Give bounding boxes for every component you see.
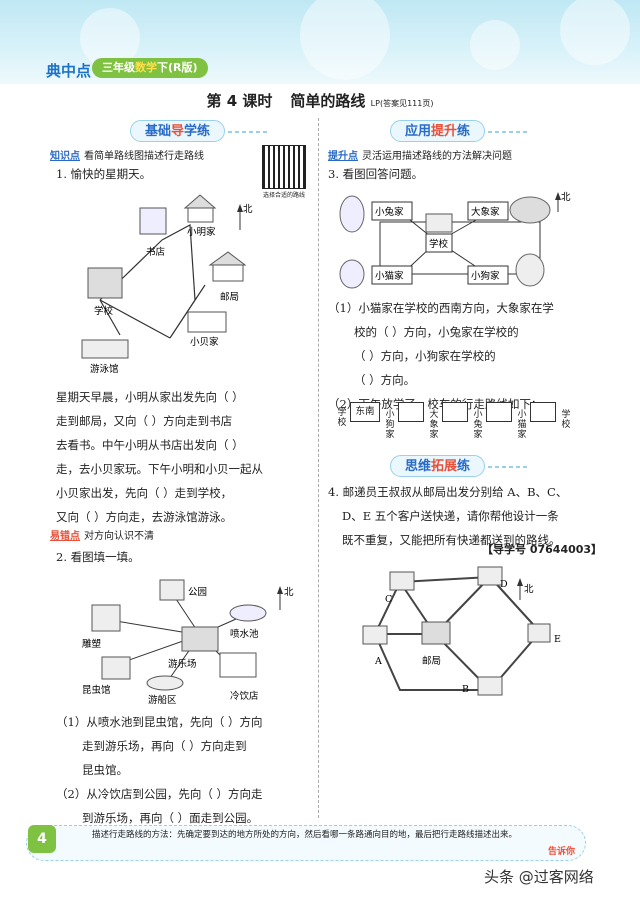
brand-logo: 典中点	[46, 62, 92, 80]
point-d-label: D	[500, 579, 508, 590]
route-stop-rabbit: 小兔家	[473, 410, 483, 440]
watermark: 头条 @过客网络	[484, 868, 594, 886]
q3-title: 3. 看图回答问题。	[328, 167, 424, 181]
elephant-icon	[509, 196, 551, 224]
dog-home-label: 小狗家	[471, 270, 500, 282]
section-extend: 思维拓展练	[390, 455, 529, 477]
insect-hall-label: 昆虫馆	[82, 684, 111, 696]
route-answer-box-1: 东南	[350, 402, 380, 422]
route-answer-box-5[interactable]	[530, 402, 556, 422]
north-arrow-head-icon	[555, 192, 561, 200]
rabbit-icon	[339, 195, 365, 233]
fountain-label: 喷水池	[230, 628, 259, 640]
xiaoming-home-icon	[183, 194, 217, 209]
customer-a-house-icon	[362, 625, 388, 645]
school-icon	[425, 213, 453, 233]
school-label: 学校	[94, 305, 114, 317]
route-start: 学校	[337, 408, 347, 428]
mistake-point: 易错点对方向认识不清	[50, 531, 154, 542]
route-end: 学校	[561, 410, 571, 430]
q2-title: 2. 看图填一填。	[56, 550, 140, 564]
swimming-pool-label: 游泳馆	[90, 363, 119, 375]
park-icon	[159, 579, 185, 601]
q4-text: 4. 邮递员王叔叔从邮局出发分别给 A、B、C、 D、E 五个客户送快递，请你帮…	[328, 485, 568, 547]
playground-icon	[181, 626, 219, 652]
boating-label: 游船区	[148, 694, 177, 706]
customer-b-house-icon	[477, 676, 503, 696]
point-e-label: E	[554, 634, 561, 645]
grade-badge: 三年级数学下(R版)	[92, 58, 208, 78]
north-arrow-head-icon	[237, 204, 243, 212]
tip-text: 描述行走路线的方法：先确定要到达的地方所处的方向，然后看哪一条路通向目的地，最后…	[92, 830, 518, 840]
cold-drink-icon	[219, 652, 257, 678]
point-c-label: C	[385, 594, 392, 605]
bookstore-label: 书店	[146, 246, 165, 258]
route-stop-elephant: 大象家	[429, 410, 439, 440]
rabbit-home-label: 小兔家	[375, 206, 404, 218]
north-label: 北	[243, 204, 253, 215]
park-label: 公园	[188, 587, 207, 598]
q3-text: （1）小猫家在学校的西南方向，大象家在学 校的（ ）方向，小兔家在学校的 （ ）…	[328, 301, 554, 411]
xiaobei-home-icon	[187, 311, 227, 333]
xiaobei-home-label: 小贝家	[190, 336, 219, 348]
customer-c-house-icon	[389, 571, 415, 591]
section-basic: 基础导学练	[130, 120, 269, 142]
q1-map: 北 书店 小明家 邮局 学校 小贝家 游泳馆	[81, 194, 253, 375]
post-office-label: 邮局	[422, 655, 441, 667]
route-stop-cat: 小猫家	[517, 410, 527, 440]
sculpture-icon	[91, 604, 121, 632]
tip-mascot-label: 告诉你	[548, 847, 576, 857]
customer-d-house-icon	[477, 566, 503, 586]
knowledge-point: 知识点看简单路线图描述行走路线	[50, 151, 204, 162]
xiaoming-home-label: 小明家	[187, 226, 216, 238]
route-answer-box-2[interactable]	[398, 402, 424, 422]
column-divider	[318, 118, 319, 818]
page-number: 4	[28, 825, 56, 853]
north-arrow-head-icon	[277, 586, 283, 594]
post-office-icon	[421, 621, 451, 645]
elephant-home-label: 大象家	[471, 206, 500, 218]
qr-caption: 选择合适的路线	[262, 192, 305, 199]
decor-bubble	[560, 0, 630, 65]
cold-drink-label: 冷饮店	[230, 690, 259, 702]
route-answer-box-3[interactable]	[442, 402, 468, 422]
point-a-label: A	[374, 656, 382, 667]
north-label: 北	[524, 584, 534, 595]
north-label: 北	[284, 587, 294, 598]
fountain-icon	[229, 604, 267, 622]
point-b-label: B	[462, 684, 469, 695]
q1-text: 星期天早晨，小明从家出发先向（ ） 走到邮局，又向（ ）方向走到书店 去看书。中…	[56, 390, 263, 524]
q1-title: 1. 愉快的星期天。	[56, 167, 152, 181]
q3-map: 北 小兔家 大象家 学校 小猫家 小狗家	[339, 192, 571, 289]
school-icon	[87, 267, 123, 299]
school-label: 学校	[429, 238, 449, 250]
q4-map: 北 C D E A B 邮局	[362, 566, 561, 696]
cat-icon	[339, 259, 365, 289]
north-label: 北	[561, 192, 571, 203]
decor-bubble	[300, 0, 390, 80]
sculpture-label: 雕塑	[82, 638, 102, 650]
swimming-pool-icon	[81, 339, 129, 359]
q2-map: 北 公园 喷水池 雕塑 游乐场 昆虫馆 游船区 冷饮店	[82, 579, 294, 706]
post-office-icon	[208, 251, 247, 266]
cat-home-label: 小猫家	[375, 270, 404, 282]
tip-bar	[26, 825, 586, 861]
dog-icon	[515, 253, 545, 287]
route-answer-box-4[interactable]	[486, 402, 512, 422]
north-arrow-head-icon	[517, 578, 523, 586]
route-stop-dog: 小狗家	[385, 410, 395, 440]
insect-hall-icon	[101, 656, 131, 680]
bookstore-icon	[139, 207, 167, 235]
improve-point: 提升点灵活运用描述路线的方法解决问题	[328, 151, 512, 162]
decor-bubble	[470, 20, 520, 70]
lesson-title: 第 4 课时简单的路线 LP(答案见111页)	[206, 92, 434, 110]
section-apply: 应用提升练	[390, 120, 529, 142]
q2-text: （1）从喷水池到昆虫馆，先向（ ）方向 走到游乐场，再向（ ）方向走到 昆虫馆。…	[56, 715, 263, 825]
customer-e-house-icon	[527, 623, 551, 643]
post-office-label: 邮局	[220, 291, 239, 303]
guide-number: 【导学号 07644003】	[482, 543, 603, 556]
playground-label: 游乐场	[168, 658, 197, 670]
qr-code[interactable]	[262, 145, 306, 189]
boating-icon	[146, 675, 184, 691]
